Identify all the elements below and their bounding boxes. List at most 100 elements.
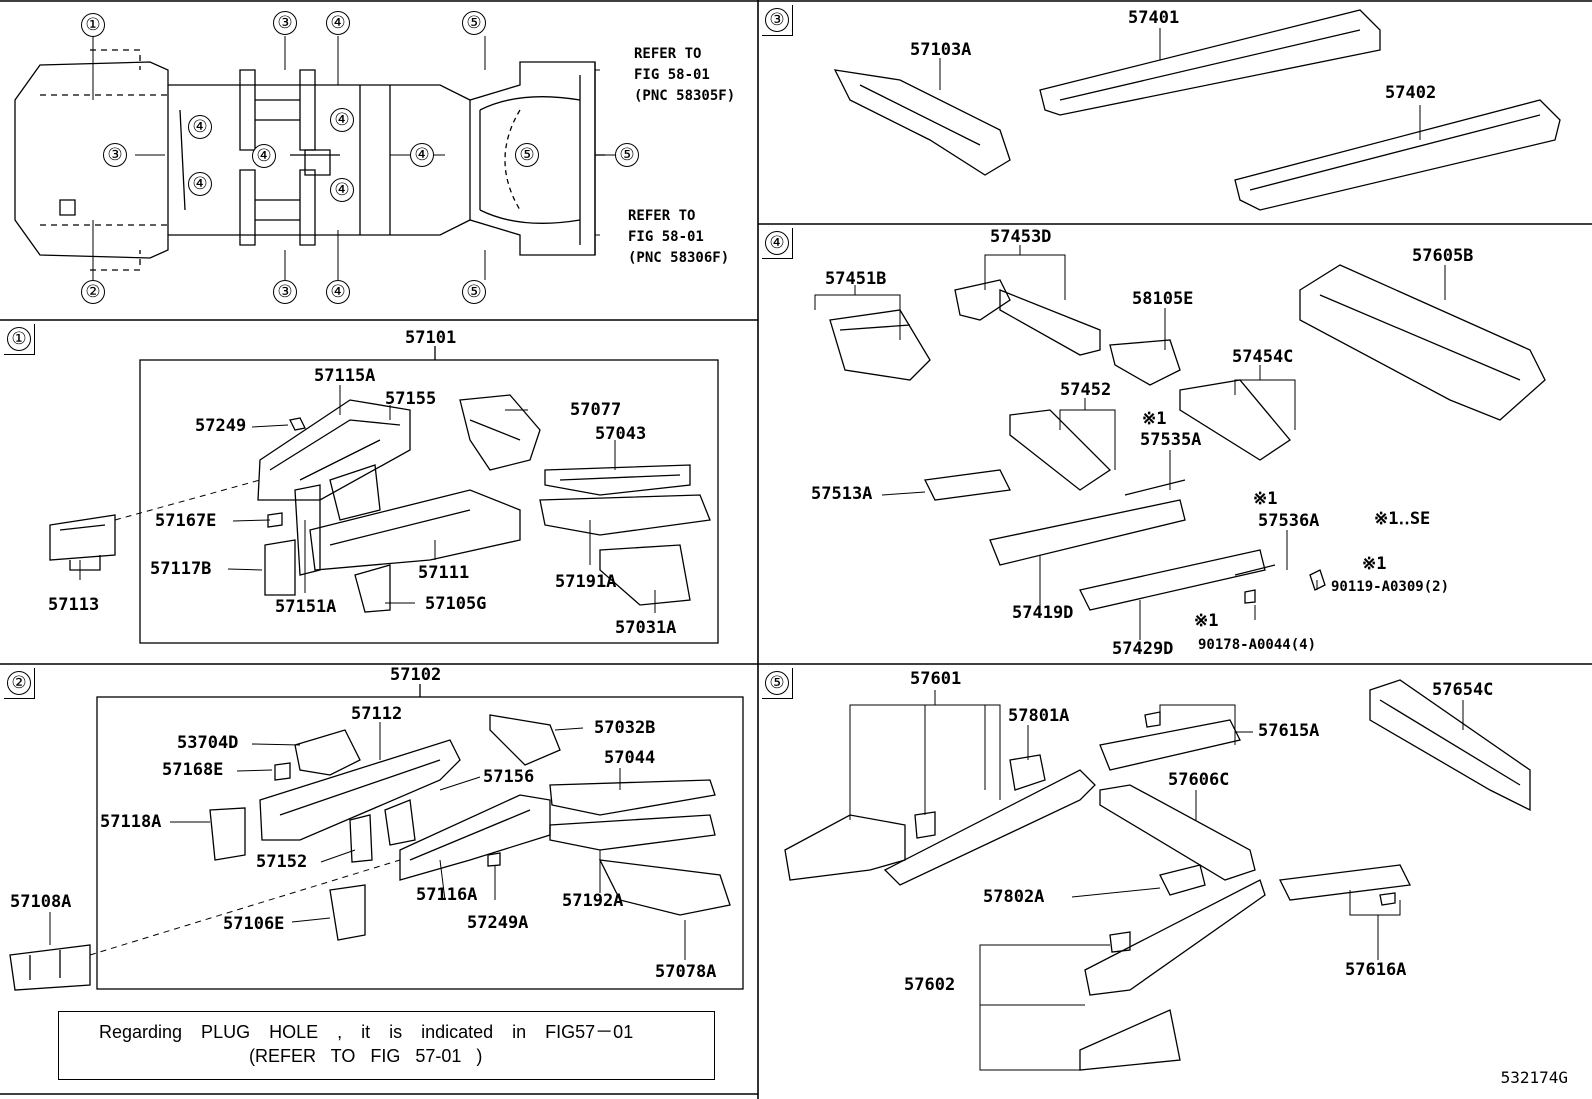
part-label: 57105G — [425, 594, 487, 614]
part-label: 57044 — [604, 748, 656, 768]
part-label: ※1 — [1362, 554, 1387, 574]
part-label: 57151A — [275, 597, 337, 617]
note-line-1: Regarding PLUG HOLE , it is indicated in… — [99, 1022, 634, 1042]
part-label: 57602 — [904, 975, 956, 995]
overview-callout-5-right: ⑤ — [615, 143, 639, 167]
part-label: 57108A — [10, 892, 72, 912]
part-label: 57155 — [385, 389, 437, 409]
overview-callout-3-top: ③ — [273, 11, 297, 35]
part-label: 57031A — [615, 618, 677, 638]
part-label: 57077 — [570, 400, 622, 420]
refer-top-line2: FIG 58-01 — [634, 67, 710, 83]
note-line-2: (REFER TO FIG 57-01 ) — [249, 1046, 483, 1066]
part-label: ※1 — [1142, 409, 1167, 429]
refer-bottom-line2: FIG 58-01 — [628, 229, 704, 245]
overview-callout-5-top: ⑤ — [462, 11, 486, 35]
overview-callout-3-left: ③ — [103, 143, 127, 167]
group-box-57101 — [139, 359, 719, 644]
refer-bottom-line3: (PNC 58306F) — [628, 250, 730, 266]
part-label: 57654C — [1432, 680, 1494, 700]
overview-callout-3-bottom: ③ — [273, 280, 297, 304]
overview-callout-4-top: ④ — [326, 11, 350, 35]
part-label: 57111 — [418, 563, 470, 583]
part-label: 57103A — [910, 40, 972, 60]
part-label: 57117B — [150, 559, 212, 579]
overview-callout-4-a: ④ — [188, 115, 212, 139]
part-label: 57536A — [1258, 511, 1320, 531]
part-label: 57453D — [990, 227, 1052, 247]
section-marker-1: ① — [4, 324, 35, 355]
part-label: 57112 — [351, 704, 403, 724]
part-label: 57249A — [467, 913, 529, 933]
section-1-parts — [49, 394, 711, 613]
section-marker-3: ③ — [762, 5, 793, 36]
part-label: 57168E — [162, 760, 224, 780]
figure-id: 532174G — [1500, 1068, 1568, 1087]
overview-callout-5-center: ⑤ — [515, 143, 539, 167]
refer-top-line1: REFER TO — [634, 46, 702, 62]
refer-top-line3: (PNC 58305F) — [634, 88, 736, 104]
overview-callout-4-f: ④ — [410, 143, 434, 167]
part-label: 57454C — [1232, 347, 1294, 367]
part-label: 57606C — [1168, 770, 1230, 790]
section-5-parts — [784, 679, 1531, 1071]
part-label: 58105E — [1132, 289, 1194, 309]
part-label: 57402 — [1385, 83, 1437, 103]
part-label: 53704D — [177, 733, 239, 753]
part-label: 90119-A0309(2) — [1331, 579, 1450, 595]
part-label: 57451B — [825, 269, 887, 289]
overview-leader-lines — [92, 36, 615, 280]
overview-callout-4-d: ④ — [330, 108, 354, 132]
part-label: 57192A — [562, 891, 624, 911]
refer-bottom-line1: REFER TO — [628, 208, 696, 224]
part-label-57102: 57102 — [390, 665, 442, 685]
overview-callout-4-e: ④ — [330, 178, 354, 202]
part-label: 57601 — [910, 669, 962, 689]
overview-callout-4-c: ④ — [252, 144, 276, 168]
part-label: 57152 — [256, 852, 308, 872]
part-label: 57249 — [195, 416, 247, 436]
part-label: 57802A — [983, 887, 1045, 907]
section-marker-5: ⑤ — [762, 668, 793, 699]
part-label: 57043 — [595, 424, 647, 444]
part-label: 57118A — [100, 812, 162, 832]
part-label-57101: 57101 — [405, 328, 457, 348]
part-label: 57032B — [594, 718, 656, 738]
part-label: 57419D — [1012, 603, 1074, 623]
overview-callout-2-bottom: ② — [81, 280, 105, 304]
part-label: 57113 — [48, 595, 100, 615]
part-label: 57429D — [1112, 639, 1174, 659]
part-label: 57535A — [1140, 430, 1202, 450]
section-marker-4: ④ — [762, 228, 793, 259]
section-5-leaders — [849, 690, 1464, 1071]
overview-floor-outline — [14, 49, 605, 271]
part-label: 57078A — [655, 962, 717, 982]
part-label: 57605B — [1412, 246, 1474, 266]
overview-callout-5-bottom: ⑤ — [462, 280, 486, 304]
section-4-leaders — [814, 245, 1446, 640]
section-4-parts — [829, 264, 1546, 611]
overview-callout-1-top: ① — [81, 13, 105, 37]
part-label: ※1‥SE — [1374, 509, 1431, 529]
part-label: 57191A — [555, 572, 617, 592]
part-label: 57801A — [1008, 706, 1070, 726]
overview-callout-4-bottom: ④ — [326, 280, 350, 304]
part-label: 57401 — [1128, 8, 1180, 28]
section-1-leaders — [79, 385, 656, 613]
plug-hole-note: Regarding PLUG HOLE , it is indicated in… — [58, 1011, 715, 1080]
section-2-leaders — [49, 722, 686, 960]
part-label: 57156 — [483, 767, 535, 787]
part-label: ※1 — [1253, 489, 1278, 509]
section-2-parts — [9, 714, 731, 991]
overview-callout-4-b: ④ — [188, 172, 212, 196]
section-3-leaders — [939, 28, 1421, 140]
part-label: 57167E — [155, 511, 217, 531]
part-label: 57106E — [223, 914, 285, 934]
part-label: 57513A — [811, 484, 873, 504]
part-label: 57115A — [314, 366, 376, 386]
section-marker-2: ② — [4, 668, 35, 699]
section-3-parts — [833, 9, 1561, 211]
part-label: 57452 — [1060, 380, 1112, 400]
